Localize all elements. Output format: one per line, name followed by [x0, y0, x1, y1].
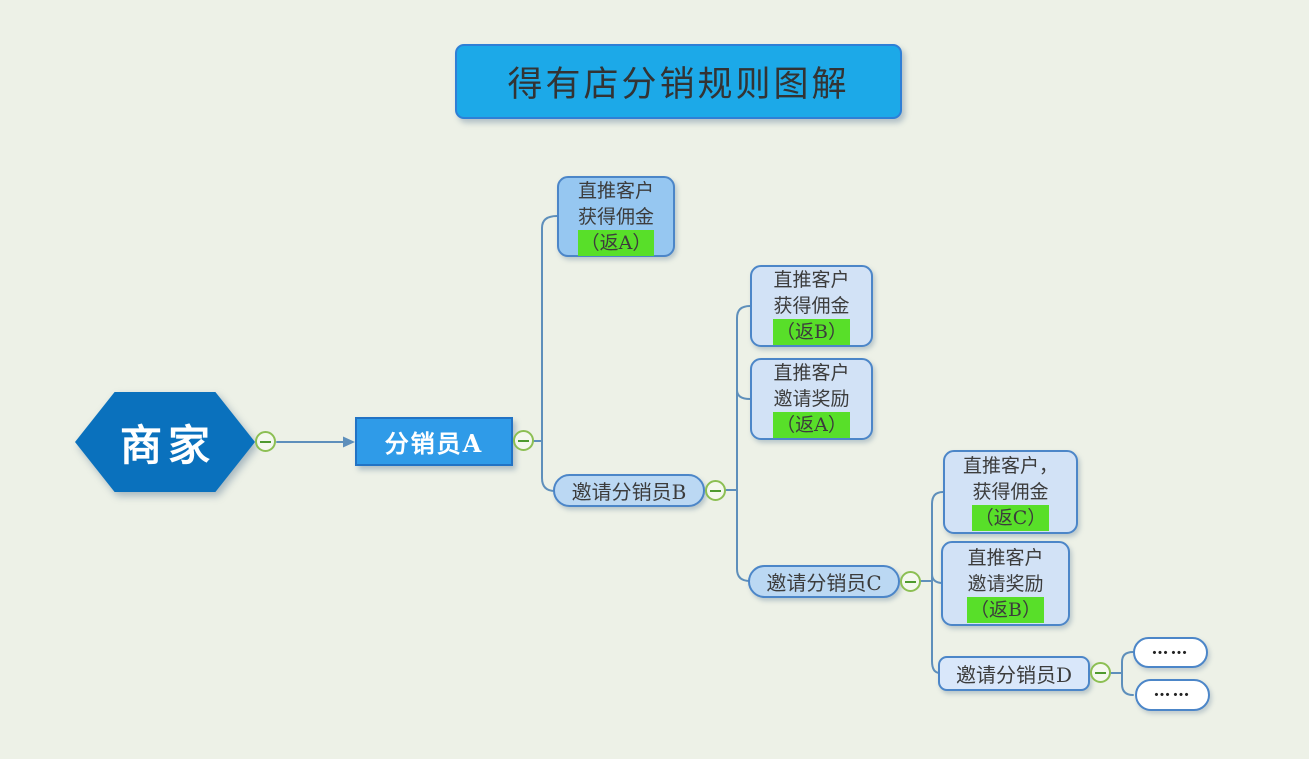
node-text-line: 直推客户: [967, 546, 1044, 569]
merchant-label: 商家: [119, 420, 216, 470]
merchant-node[interactable]: 商家: [75, 392, 255, 492]
collapse-button-invite-c[interactable]: [900, 571, 921, 592]
node-text-line: 直推客户: [577, 179, 654, 202]
collapse-button-merchant[interactable]: [255, 431, 276, 452]
b-child-commission-node[interactable]: 直推客户 获得佣金 （返B）: [750, 265, 873, 347]
arrowhead-icon: [343, 436, 355, 448]
connector-d-branch: [1121, 651, 1134, 696]
collapse-button-invite-d[interactable]: [1090, 662, 1111, 683]
connector-a-branch: [541, 215, 558, 492]
diagram-title-text: 得有店分销规则图解: [507, 65, 850, 105]
collapse-minus-icon: [905, 580, 916, 583]
diagram-title: 得有店分销规则图解: [455, 44, 902, 119]
distributor-a-node[interactable]: 分销员A: [355, 417, 513, 466]
c-child-commission-node[interactable]: 直推客户， 获得佣金 （返C）: [943, 450, 1078, 534]
connector-b-branch: [736, 305, 751, 582]
b-child-reward-node[interactable]: 直推客户 邀请奖励 （返A）: [750, 358, 873, 440]
collapse-minus-icon: [260, 440, 271, 443]
highlight-text: （返A）: [577, 229, 655, 256]
node-text-line: 直推客户: [773, 269, 850, 291]
invite-d-label: 邀请分销员D: [955, 663, 1073, 687]
node-text-line: 获得佣金: [577, 205, 654, 228]
ellipsis-text: ……: [1153, 681, 1192, 701]
d-child-ellipsis-node[interactable]: ……: [1133, 637, 1208, 668]
invite-b-node[interactable]: 邀请分销员B: [553, 474, 705, 507]
a-child-commission-node[interactable]: 直推客户 获得佣金 （返A）: [557, 176, 675, 257]
connector-c-branch: [931, 491, 944, 674]
merchant-hexagon: 商家: [75, 392, 255, 492]
collapse-minus-icon: [1095, 671, 1106, 674]
node-text-line: 邀请奖励: [773, 388, 850, 410]
collapse-button-invite-b[interactable]: [705, 480, 726, 501]
highlight-text: （返B）: [967, 596, 1044, 623]
node-text-line: 直推客户: [773, 362, 850, 384]
invite-d-node[interactable]: 邀请分销员D: [938, 656, 1090, 691]
node-text-line: 直推客户，: [962, 455, 1058, 477]
distributor-a-label: 分销员A: [384, 429, 484, 458]
highlight-text: （返B）: [773, 319, 850, 345]
node-text-line: 获得佣金: [972, 481, 1049, 503]
collapse-minus-icon: [518, 439, 529, 442]
invite-b-label: 邀请分销员B: [571, 480, 687, 504]
collapse-minus-icon: [710, 489, 721, 492]
ellipsis-text: ……: [1151, 638, 1190, 659]
highlight-text: （返C）: [971, 505, 1050, 531]
node-text-line: 邀请奖励: [967, 572, 1044, 595]
highlight-text: （返A）: [773, 412, 850, 438]
d-child-ellipsis-node[interactable]: ……: [1135, 679, 1210, 711]
node-text-line: 获得佣金: [773, 295, 850, 317]
invite-c-node[interactable]: 邀请分销员C: [748, 565, 900, 598]
c-child-reward-node[interactable]: 直推客户 邀请奖励 （返B）: [941, 541, 1070, 626]
collapse-button-distributor-a[interactable]: [513, 430, 534, 451]
invite-c-label: 邀请分销员C: [766, 571, 882, 595]
